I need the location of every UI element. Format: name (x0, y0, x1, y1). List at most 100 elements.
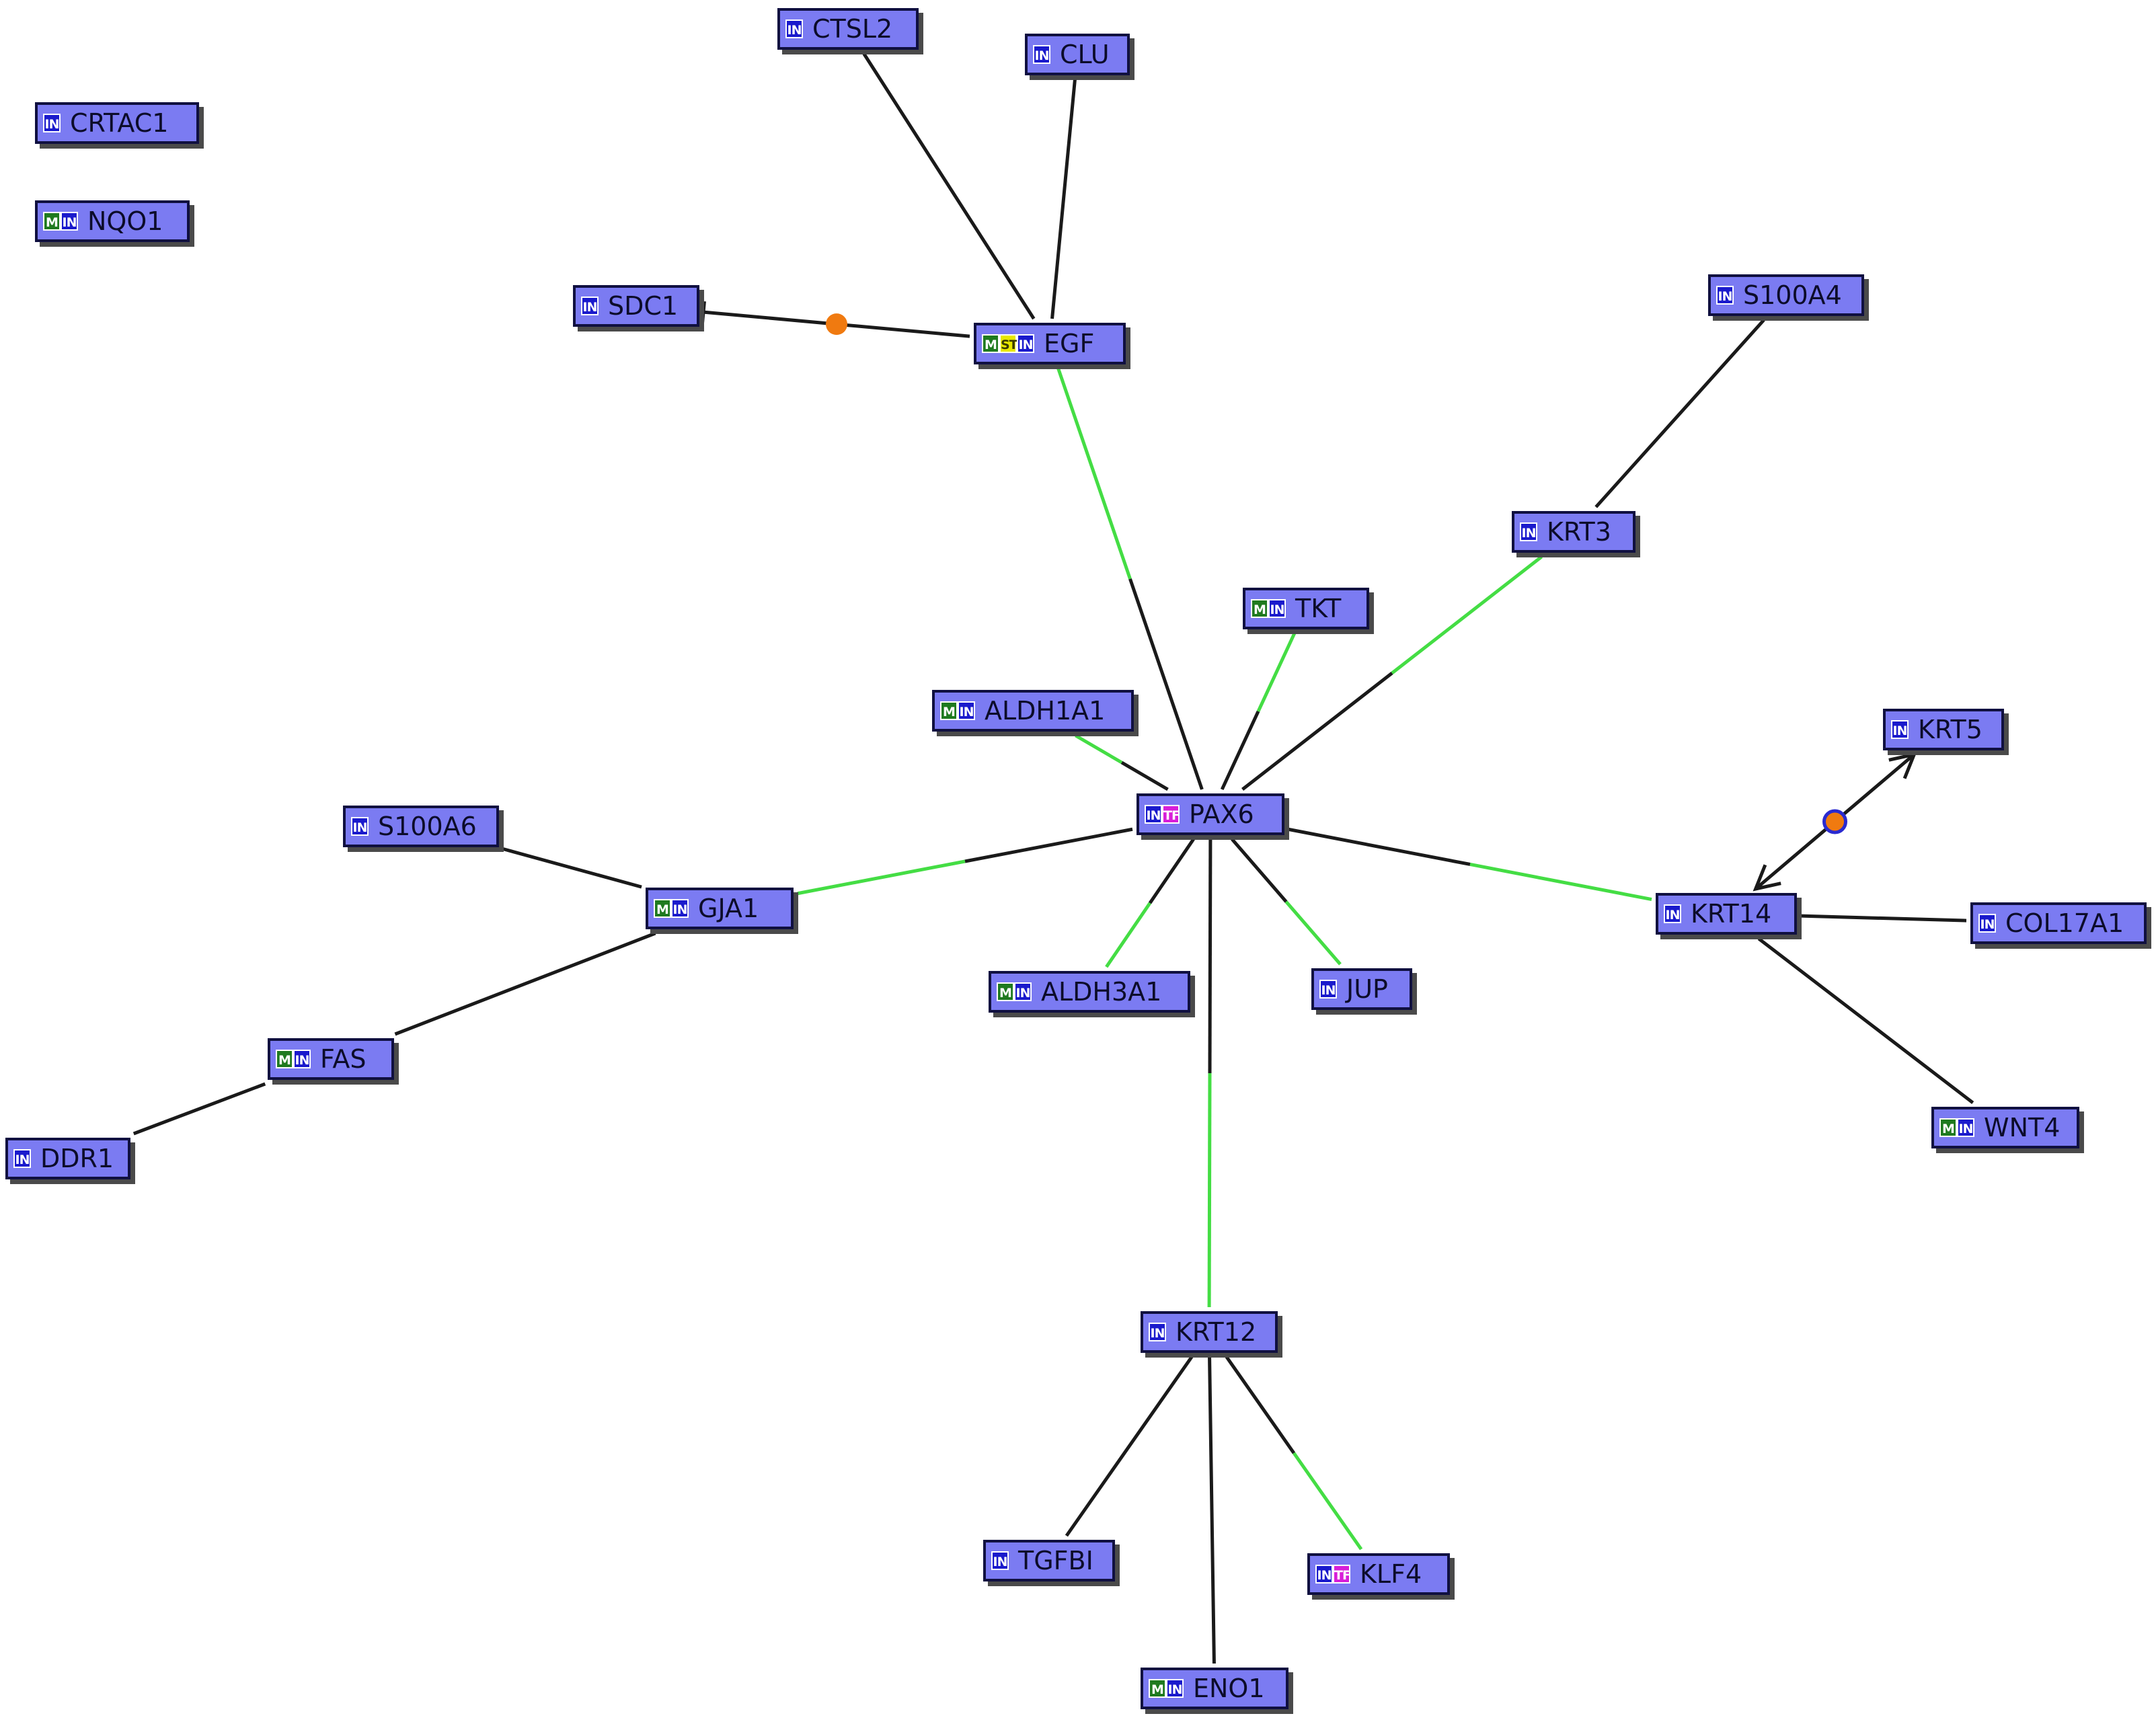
edge-ddr1-fas[interactable] (132, 1082, 266, 1136)
edge-jup-pax6-green[interactable] (1284, 900, 1342, 966)
edge-tgfbi-krt12[interactable] (1065, 1356, 1194, 1537)
node-label: ENO1 (1193, 1674, 1265, 1703)
node-label: COL17A1 (2005, 908, 2124, 938)
edge-egf-pax6-green[interactable] (1056, 368, 1132, 580)
node-label: PAX6 (1189, 799, 1254, 829)
edge-krt14-pax6-green[interactable] (1469, 863, 1652, 902)
edge-klf4-krt12-black[interactable] (1225, 1356, 1296, 1454)
edge-fas-gja1[interactable] (394, 931, 656, 1036)
edge-gja1-pax6-black[interactable] (964, 827, 1133, 863)
badge-m-icon: M (997, 982, 1014, 1001)
badge-in-icon: IN (1017, 334, 1034, 353)
edge-eno1-krt12[interactable] (1208, 1356, 1216, 1664)
node-s100a4[interactable]: IN S100A4 (1708, 274, 1864, 316)
node-label: TGFBI (1018, 1546, 1093, 1575)
edge-wnt4-krt14[interactable] (1757, 937, 1974, 1104)
edge-sdc1-egf-mid-dot[interactable] (826, 313, 847, 336)
badge-in-icon: IN (671, 899, 689, 918)
node-label: KRT3 (1547, 517, 1611, 547)
edge-tkt-pax6-black[interactable] (1220, 710, 1260, 791)
node-label: KRT14 (1691, 899, 1772, 929)
node-crtac1[interactable]: IN CRTAC1 (35, 102, 199, 144)
node-label: S100A4 (1743, 280, 1842, 310)
edge-tkt-pax6-green[interactable] (1256, 632, 1297, 713)
node-label: NQO1 (87, 206, 163, 236)
edge-krt3-pax6-green[interactable] (1391, 555, 1543, 674)
edge-clu-egf[interactable] (1050, 79, 1077, 319)
badge-in-icon: IN (1149, 1323, 1166, 1341)
node-krt14[interactable]: IN KRT14 (1656, 893, 1797, 935)
node-label: FAS (320, 1044, 367, 1074)
edge-krt14-pax6-black[interactable] (1288, 827, 1471, 866)
edge-krt5-krt14-arrow-start (1888, 752, 1917, 779)
badge-in-icon: IN (581, 297, 599, 315)
edge-gja1-pax6-green[interactable] (797, 859, 966, 896)
badge-st-icon: ST (999, 334, 1018, 353)
node-label: TKT (1295, 594, 1342, 623)
node-badges: IN (1891, 720, 1909, 739)
edge-klf4-krt12-green[interactable] (1292, 1452, 1363, 1551)
edge-krt5-krt14-mid-dot[interactable] (1822, 809, 1847, 834)
node-badges: IN (1716, 286, 1734, 305)
badge-m-icon: M (982, 334, 999, 353)
badge-in-icon: IN (1716, 286, 1734, 305)
edge-krt12-pax6-green[interactable] (1207, 1072, 1212, 1308)
node-badges: IN (1319, 980, 1337, 999)
edge-krt3-pax6-black[interactable] (1241, 672, 1393, 791)
badge-in-icon: IN (1033, 45, 1050, 64)
badge-in-icon: IN (1664, 904, 1681, 923)
badge-m-icon: M (1939, 1118, 1957, 1137)
badge-tf-icon: TF (1162, 805, 1180, 824)
badge-in-icon: IN (43, 114, 61, 132)
edge-col17a1-krt14[interactable] (1800, 914, 1967, 923)
edge-egf-pax6-black[interactable] (1128, 578, 1204, 790)
badge-in-icon: IN (1315, 1565, 1333, 1584)
edge-ctsl2-egf[interactable] (862, 52, 1036, 320)
node-label: ALDH3A1 (1041, 977, 1162, 1007)
node-label: CTSL2 (812, 14, 893, 44)
badge-in-icon: IN (1319, 980, 1337, 999)
node-jup[interactable]: IN JUP (1311, 968, 1412, 1010)
node-label: JUP (1346, 974, 1388, 1004)
edge-aldh3a1-pax6-black[interactable] (1148, 838, 1195, 904)
edge-aldh1a1-pax6-green[interactable] (1075, 734, 1123, 765)
edge-s100a4-krt3[interactable] (1594, 319, 1765, 508)
edge-jup-pax6-black[interactable] (1231, 838, 1288, 903)
node-label: S100A6 (378, 812, 477, 841)
edge-aldh1a1-pax6-black[interactable] (1120, 760, 1169, 791)
badge-in-icon: IN (958, 701, 975, 720)
node-label: SDC1 (608, 291, 679, 321)
edge-s100a6-gja1[interactable] (502, 847, 642, 889)
edge-sdc1-egf-inhibit-bar[interactable] (701, 301, 706, 323)
node-label: CRTAC1 (70, 108, 169, 138)
badge-m-icon: M (276, 1050, 293, 1068)
edge-aldh3a1-pax6-green[interactable] (1105, 902, 1152, 968)
node-sdc1[interactable]: IN SDC1 (573, 285, 699, 327)
node-label: GJA1 (698, 894, 759, 923)
